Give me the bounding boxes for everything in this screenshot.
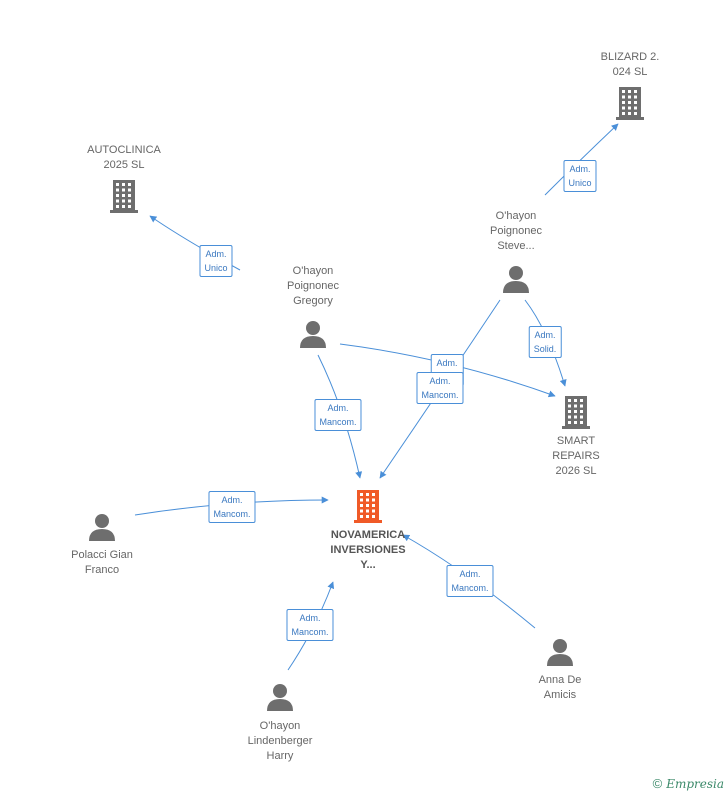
node-label-line: O'hayon: [292, 265, 334, 277]
role-text: Adm.: [569, 164, 591, 174]
role-text: Mancom.: [451, 583, 489, 593]
node-label-line: Gregory: [293, 295, 333, 307]
node-label-line: Y...: [360, 559, 376, 571]
node-label-line: Harry: [266, 750, 294, 762]
role-text: Mancom.: [421, 390, 459, 400]
role-badge-gregory-autoclinica[interactable]: Adm. Unico: [199, 245, 233, 277]
node-label-line: SMART: [556, 435, 596, 447]
role-text: Adm.: [205, 249, 227, 259]
role-text: Adm.: [436, 358, 458, 368]
role-badge-gregory-novamerica[interactable]: Adm. Mancom.: [314, 399, 362, 431]
copyright-symbol: ©: [652, 776, 663, 791]
role-text: Mancom.: [213, 509, 251, 519]
node-label-line: Poignonec: [287, 280, 339, 292]
node-label-line: 2026 SL: [555, 465, 597, 477]
role-text: Adm.: [221, 495, 243, 505]
building-icon[interactable]: [109, 178, 139, 214]
building-icon[interactable]: [561, 394, 591, 430]
role-text: Unico: [568, 178, 592, 188]
edge-steve-to-blizard: [544, 123, 619, 196]
role-badge-polacci-novamerica[interactable]: Adm. Mancom.: [208, 491, 256, 523]
role-badge-steve-novamerica[interactable]: Adm. Mancom.: [416, 372, 464, 404]
node-label-anna[interactable]: Anna De Amicis: [539, 673, 582, 703]
node-label-line: AUTOCLINICA: [87, 144, 161, 156]
node-label-autoclinica[interactable]: AUTOCLINICA 2025 SL: [87, 143, 161, 173]
node-label-line: O'hayon: [495, 210, 537, 222]
node-label-line: Lindenberger: [247, 735, 313, 747]
role-text: Mancom.: [319, 417, 357, 427]
role-badge-harry-novamerica[interactable]: Adm. Mancom.: [286, 609, 334, 641]
node-label-line: INVERSIONES: [330, 544, 406, 556]
building-icon[interactable]: [615, 85, 645, 121]
role-text: Adm.: [327, 403, 349, 413]
node-label-line: NOVAMERICA: [330, 529, 406, 541]
role-badge-steve-smart[interactable]: Adm. Solid.: [528, 326, 562, 358]
node-label-line: Poignonec: [490, 225, 542, 237]
building-icon[interactable]: [353, 488, 383, 524]
brand-logo-text: Empresia: [666, 777, 724, 791]
node-label-line: Steve...: [497, 240, 535, 252]
node-label-line: 2025 SL: [103, 159, 145, 171]
node-label-line: Anna De: [538, 674, 582, 686]
person-icon[interactable]: [546, 637, 574, 667]
node-label-novamerica[interactable]: NOVAMERICA INVERSIONES Y...: [330, 528, 405, 573]
role-text: Adm.: [459, 569, 481, 579]
role-text: Adm.: [534, 330, 556, 340]
role-text: Unico: [204, 263, 228, 273]
node-label-line: 024 SL: [612, 66, 648, 78]
person-icon[interactable]: [88, 512, 116, 542]
role-text: Solid.: [533, 344, 557, 354]
person-icon[interactable]: [299, 319, 327, 349]
footer-brand: ©Empresia: [653, 776, 724, 791]
node-label-line: Franco: [84, 564, 120, 576]
person-icon[interactable]: [266, 682, 294, 712]
node-label-blizard[interactable]: BLIZARD 2. 024 SL: [601, 50, 660, 80]
node-label-line: Amicis: [543, 689, 577, 701]
person-icon[interactable]: [502, 264, 530, 294]
node-label-line: REPAIRS: [552, 450, 600, 462]
role-badge-steve-blizard[interactable]: Adm. Unico: [563, 160, 597, 192]
node-label-smart[interactable]: SMART REPAIRS 2026 SL: [552, 434, 599, 479]
role-badge-anna-novamerica[interactable]: Adm. Mancom.: [446, 565, 494, 597]
role-text: Adm.: [299, 613, 321, 623]
node-label-line: O'hayon: [259, 720, 301, 732]
role-text: Mancom.: [291, 627, 329, 637]
role-text: Adm.: [429, 376, 451, 386]
node-label-line: Polacci Gian: [71, 549, 133, 561]
node-label-line: BLIZARD 2.: [600, 51, 660, 63]
